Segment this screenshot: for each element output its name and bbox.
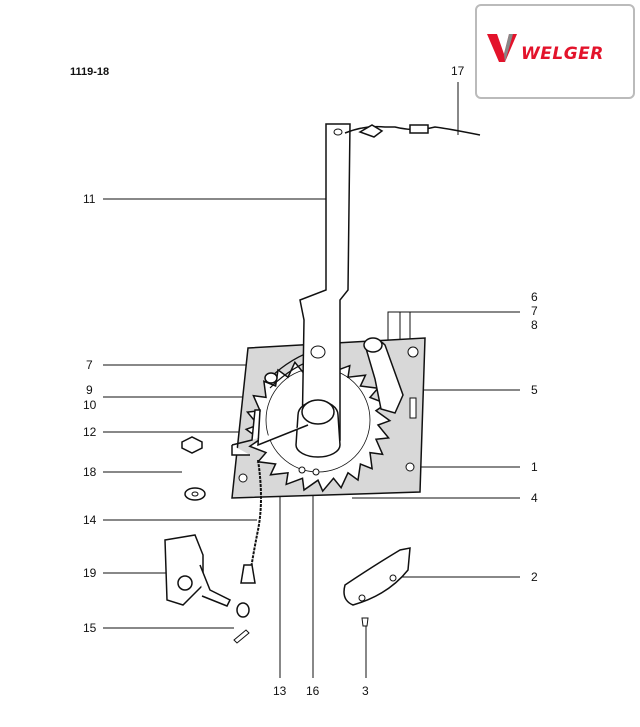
callout-3: 3 (362, 684, 369, 698)
callout-7-left: 7 (86, 358, 93, 372)
welger-logo: WELGER (475, 4, 635, 99)
callout-4: 4 (531, 491, 538, 505)
callout-7: 7 (531, 304, 538, 318)
leader-lines (103, 82, 520, 678)
welger-v-mark-icon (487, 34, 517, 62)
callout-17: 17 (451, 64, 465, 78)
callout-16: 16 (306, 684, 320, 698)
callout-1: 1 (531, 460, 538, 474)
callout-11: 11 (83, 192, 96, 206)
callout-19: 19 (83, 566, 97, 580)
callout-13: 13 (273, 684, 287, 698)
guard-plate (343, 547, 411, 606)
callout-15: 15 (83, 621, 97, 635)
callout-12: 12 (83, 425, 97, 439)
drawing-reference: 1119-18 (70, 66, 110, 78)
logo-text: WELGER (521, 44, 604, 64)
callout-6: 6 (531, 290, 538, 304)
callout-9: 9 (86, 383, 93, 397)
callout-2: 2 (531, 570, 538, 584)
callout-18: 18 (83, 465, 97, 479)
callout-14: 14 (83, 513, 97, 527)
callout-8: 8 (531, 318, 538, 332)
callout-10: 10 (83, 398, 97, 412)
callout-5: 5 (531, 383, 538, 397)
